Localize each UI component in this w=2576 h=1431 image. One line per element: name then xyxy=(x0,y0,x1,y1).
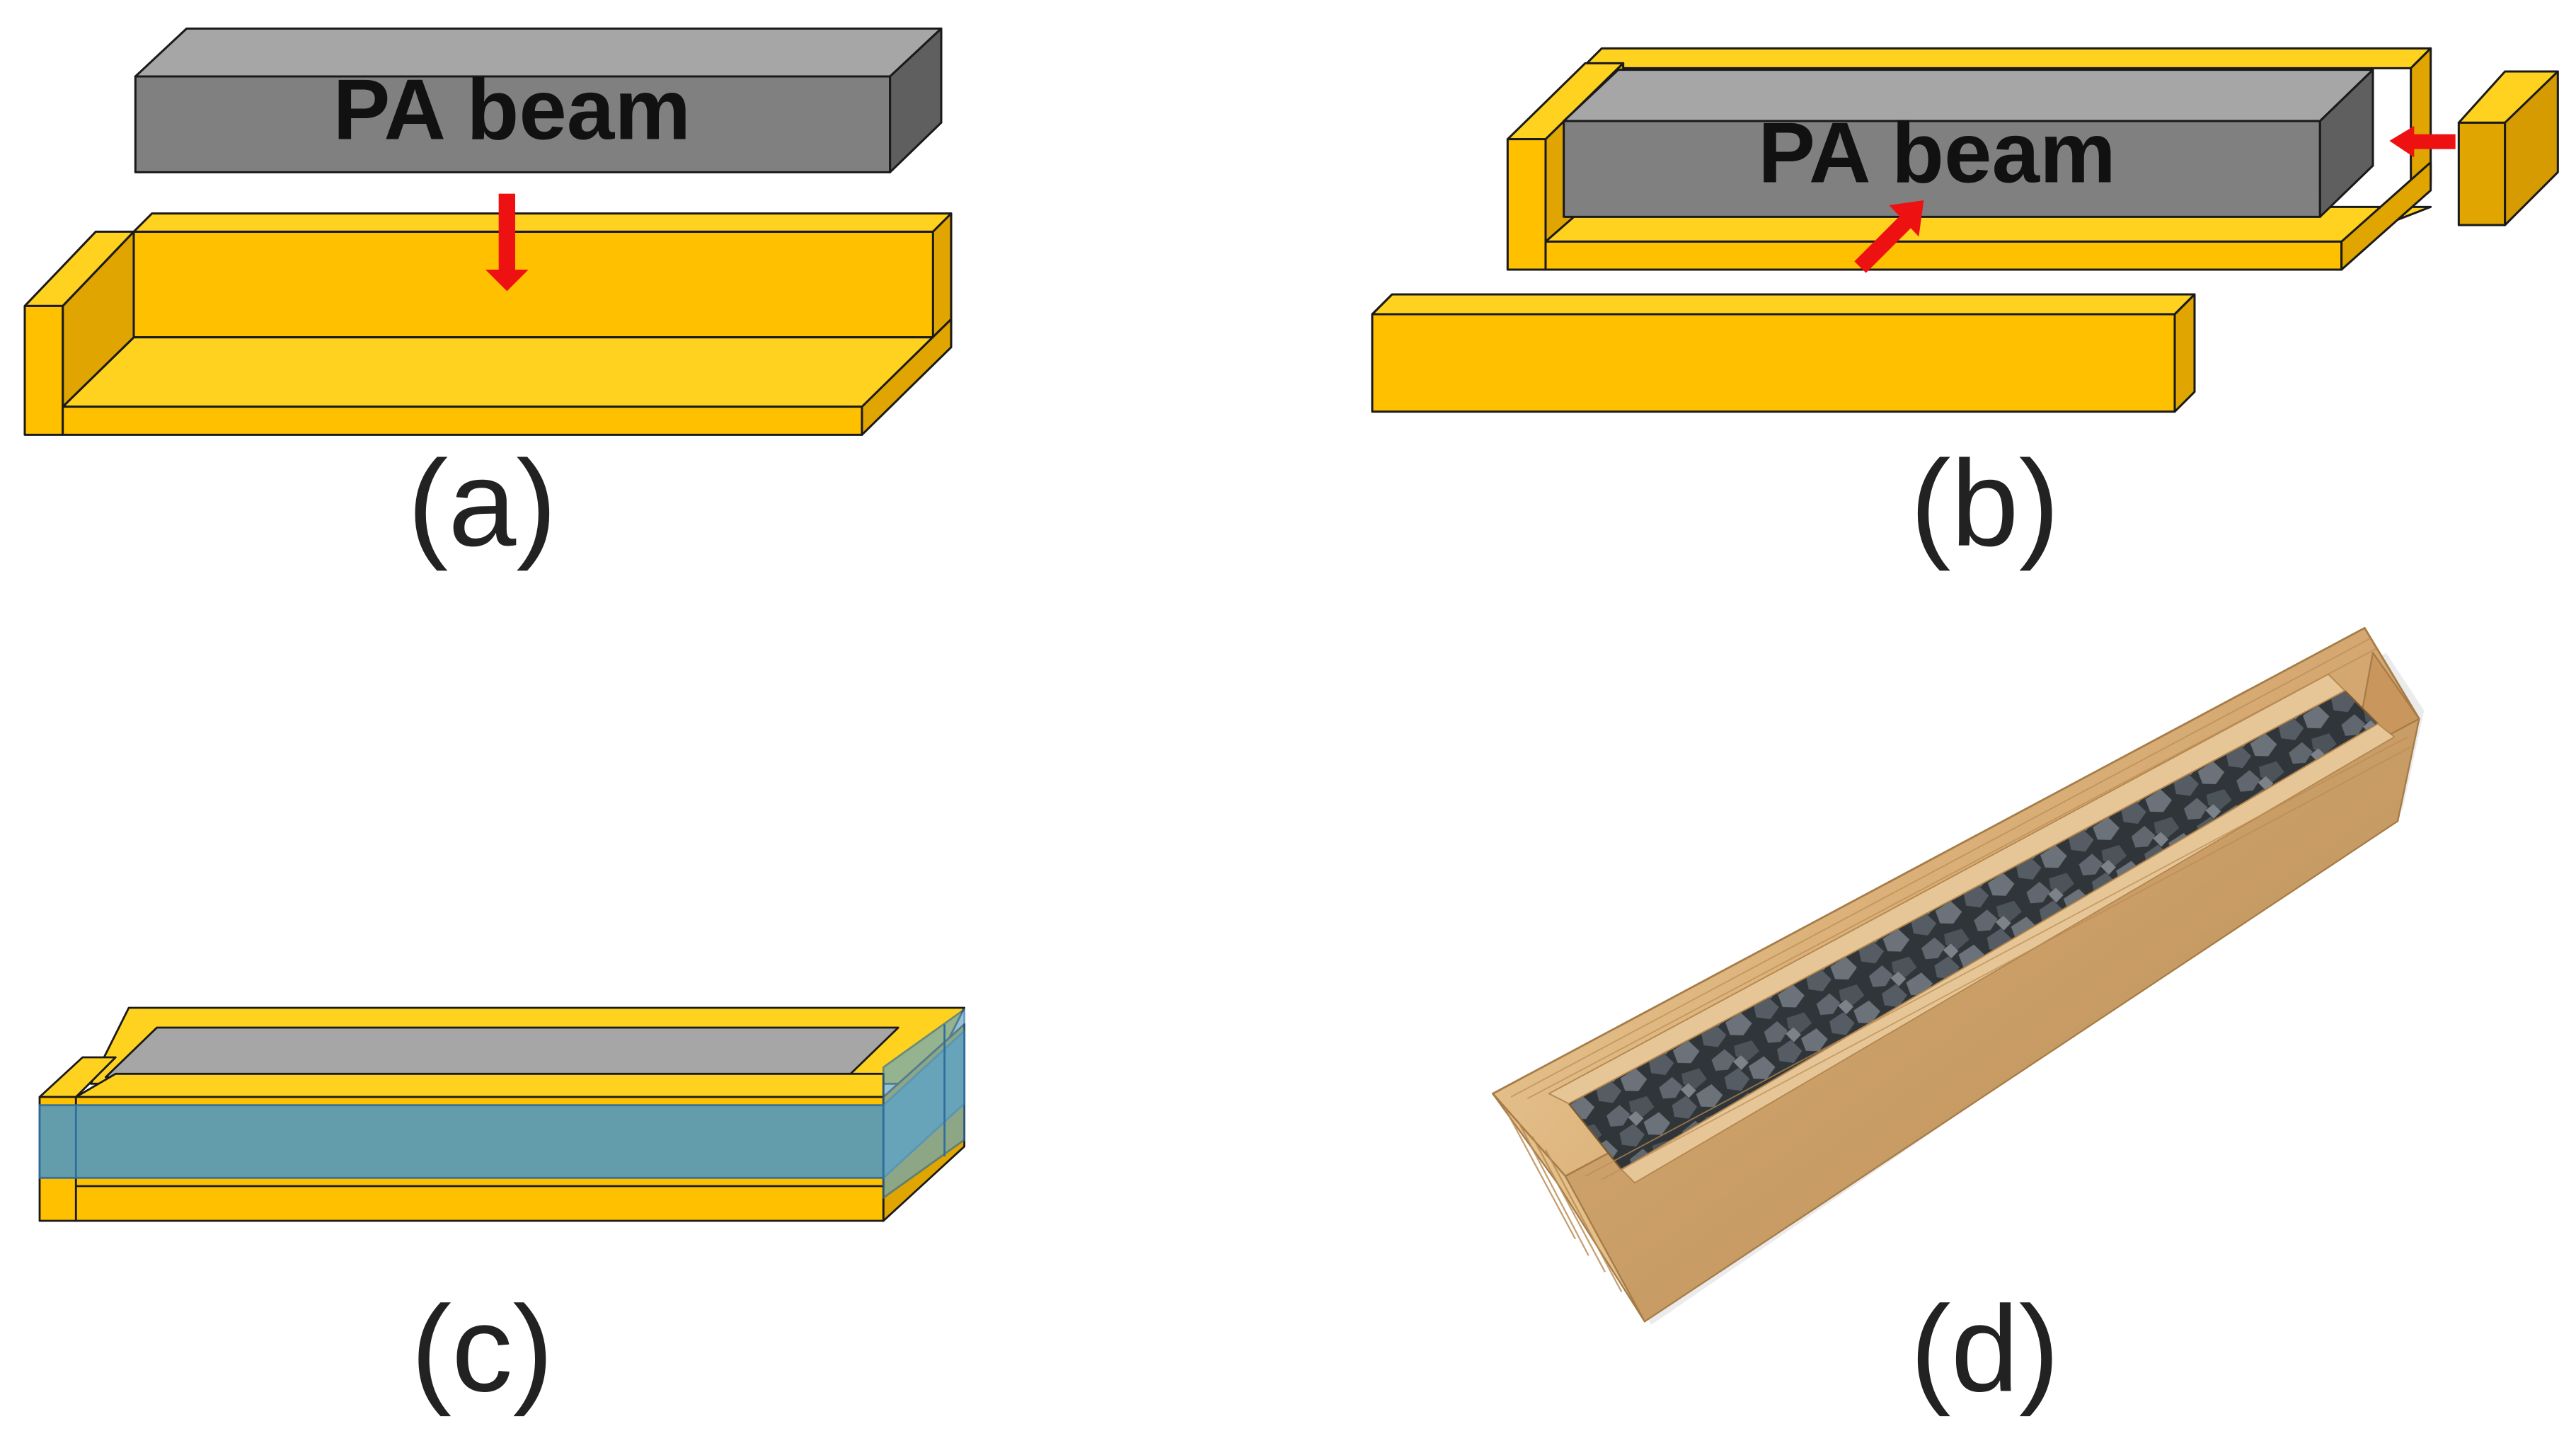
beam-top-face xyxy=(104,1026,899,1079)
mold-near-end-front xyxy=(23,304,64,436)
mold-floor-top xyxy=(62,336,953,408)
panel-b xyxy=(1371,47,2559,413)
mold-near-end-front xyxy=(1506,138,1547,271)
beam-side-face xyxy=(2318,69,2374,218)
mold-floor-side xyxy=(2340,161,2432,271)
wrap-band xyxy=(38,1008,966,1199)
mold-front-wall-top xyxy=(74,1072,885,1098)
mold-floor-side xyxy=(861,318,953,436)
beam-label-b: PA beam xyxy=(1758,104,2116,200)
caption-d: (d) xyxy=(1910,1280,2059,1417)
mold-back-wall-front xyxy=(132,230,953,339)
end-block-front xyxy=(2457,121,2507,226)
panel-a xyxy=(23,27,953,436)
mold-back-wall-top xyxy=(132,212,953,233)
arrow-up-right-icon xyxy=(1854,200,1924,273)
caption-a: (a) xyxy=(408,435,557,572)
panel-d-photo xyxy=(1491,626,2425,1325)
end-block-side xyxy=(2504,70,2559,226)
beam-side-face xyxy=(889,27,943,173)
mold-floor-front xyxy=(1544,240,2343,271)
mold-back-wall-top xyxy=(1580,47,2432,69)
wrap-front xyxy=(38,1104,885,1179)
caption-c: (c) xyxy=(411,1280,553,1417)
inner-rim-near xyxy=(1621,723,2396,1184)
caption-b: (b) xyxy=(1910,435,2059,572)
pa-beam-a xyxy=(134,27,943,173)
pa-beam-b xyxy=(1563,69,2374,218)
beam-label-a: PA beam xyxy=(333,62,691,158)
inner-rim-far xyxy=(1548,673,2346,1105)
panel-c xyxy=(38,1006,966,1222)
side-wall-front xyxy=(1371,313,2176,413)
arrow-left-icon xyxy=(2389,126,2456,158)
side-wall-side xyxy=(2173,293,2196,413)
mold-floor-front xyxy=(62,406,863,436)
side-wall-top xyxy=(1371,293,2196,316)
arrow-down-icon xyxy=(485,193,529,292)
